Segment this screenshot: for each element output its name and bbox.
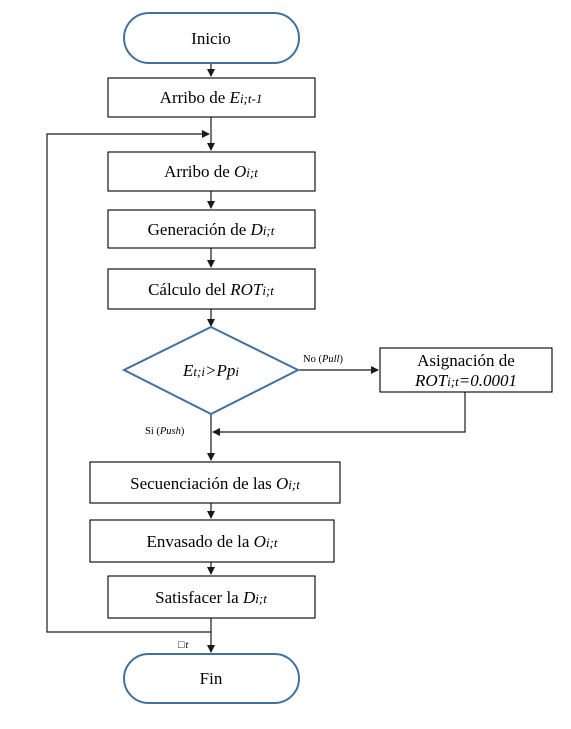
process-generation-label: Generación de Di;t — [148, 220, 275, 239]
end-terminal: Fin — [123, 653, 300, 704]
process-sequencing: Secuenciación de las Oi;t — [89, 461, 341, 504]
process-packaging-label: Envasado de la Oi;t — [147, 532, 278, 551]
loop-back-arrow — [46, 130, 211, 633]
process-sequencing-label: Secuenciación de las Oi;t — [130, 474, 300, 493]
process-satisfy: Satisfacer la Di;t — [107, 575, 316, 619]
start-terminal: Inicio — [123, 12, 300, 64]
no-branch-label: No (Pull) — [303, 354, 343, 365]
process-arrival-e: Arribo de Ei;t-1 — [107, 77, 316, 118]
process-calculation: Cálculo del ROTi;t — [107, 268, 316, 310]
process-generation: Generación de Di;t — [107, 209, 316, 249]
process-packaging: Envasado de la Oi;t — [89, 519, 335, 563]
connectors — [46, 63, 466, 653]
process-assignment-title: Asignación de — [417, 351, 515, 370]
end-label: Fin — [200, 669, 223, 688]
start-label: Inicio — [191, 29, 231, 48]
process-assignment: Asignación de ROTi;t=0.0001 — [379, 347, 553, 393]
arrow-assignment-return — [212, 392, 466, 436]
process-assignment-value: ROTi;t=0.0001 — [414, 371, 517, 390]
process-arrival-o-label: Arribo de Oi;t — [164, 162, 258, 181]
process-satisfy-label: Satisfacer la Di;t — [155, 588, 267, 607]
yes-branch-label: Si (Push) — [145, 426, 185, 437]
decision-label: Et;i>Ppi — [182, 361, 239, 380]
process-calculation-label: Cálculo del ROTi;t — [148, 280, 274, 299]
process-arrival-o: Arribo de Oi;t — [107, 151, 316, 192]
decision-diamond: Et;i>Ppi — [121, 325, 301, 416]
loop-label: □t — [178, 640, 189, 651]
process-arrival-e-label: Arribo de Ei;t-1 — [160, 88, 263, 107]
